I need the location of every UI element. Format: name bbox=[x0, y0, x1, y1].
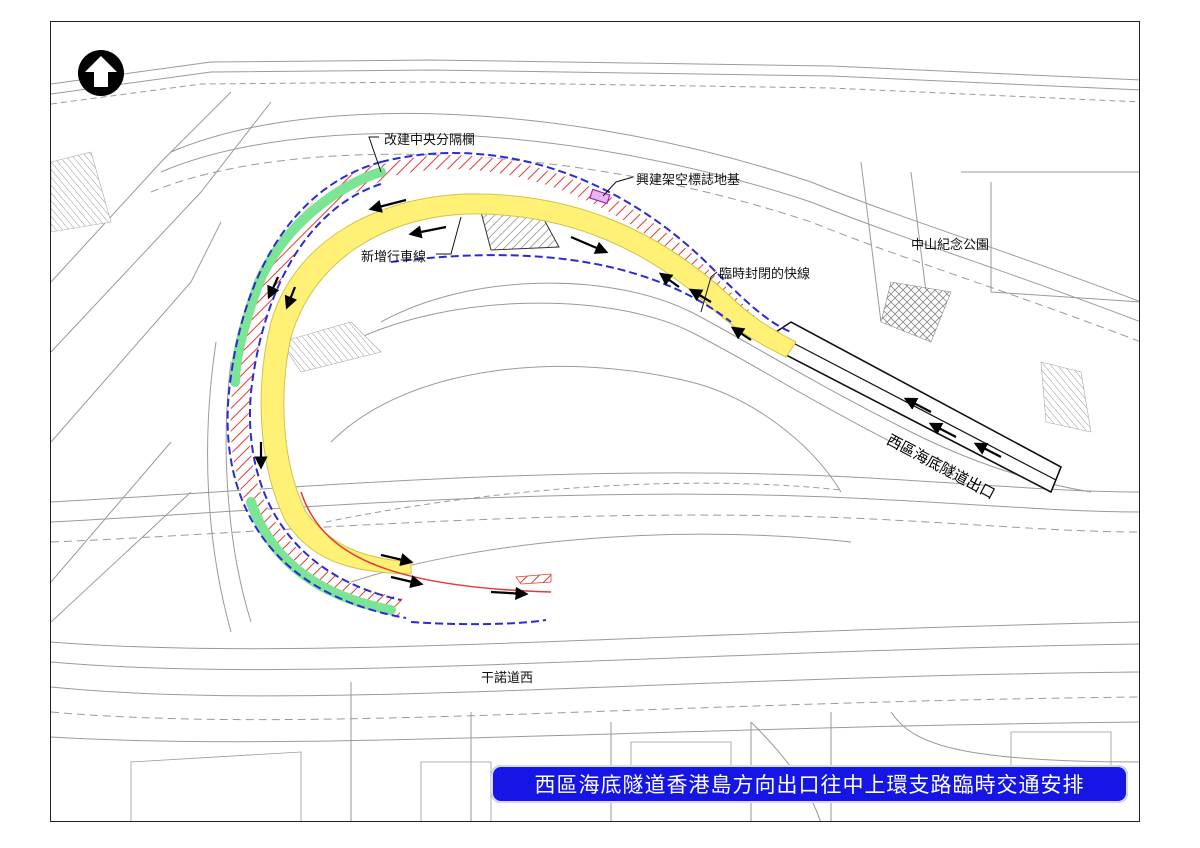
label-road-connaught-west: 干諾道西 bbox=[481, 671, 534, 686]
boundary-lines bbox=[226, 152, 792, 626]
new-lane-band bbox=[260, 193, 797, 575]
tunnel-exit-road bbox=[759, 321, 1063, 494]
label-gantry-foundation: 興建架空標誌地基 bbox=[636, 173, 741, 188]
median-segment-top bbox=[230, 167, 386, 387]
label-median-rebuild: 改建中央分隔欄 bbox=[384, 133, 476, 148]
title-banner: 西區海底隧道香港島方向出口往中上環支路臨時交通安排 bbox=[491, 765, 1128, 803]
label-temp-closed-fast-lane: 臨時封閉的快線 bbox=[719, 267, 811, 282]
direction-arrows bbox=[254, 198, 1002, 600]
closed-fast-lane-upper bbox=[378, 155, 776, 347]
leader-lines bbox=[368, 136, 718, 313]
background-blocks bbox=[51, 151, 1112, 821]
map-frame: 改建中央分隔欄 興建架空標誌地基 新增行車線 中山紀念公園 臨時封閉的快線 干諾… bbox=[50, 21, 1140, 822]
label-new-lane: 新增行車線 bbox=[361, 250, 427, 265]
traffic-map bbox=[51, 59, 1139, 821]
north-arrow-icon bbox=[78, 50, 124, 96]
merge-centre-line bbox=[300, 491, 552, 593]
median-segment-bottom bbox=[246, 497, 396, 615]
label-park: 中山紀念公園 bbox=[911, 238, 990, 253]
background-roads bbox=[51, 59, 1139, 821]
merge-hatch bbox=[515, 573, 552, 585]
gantry-foundation-marker bbox=[589, 188, 611, 205]
